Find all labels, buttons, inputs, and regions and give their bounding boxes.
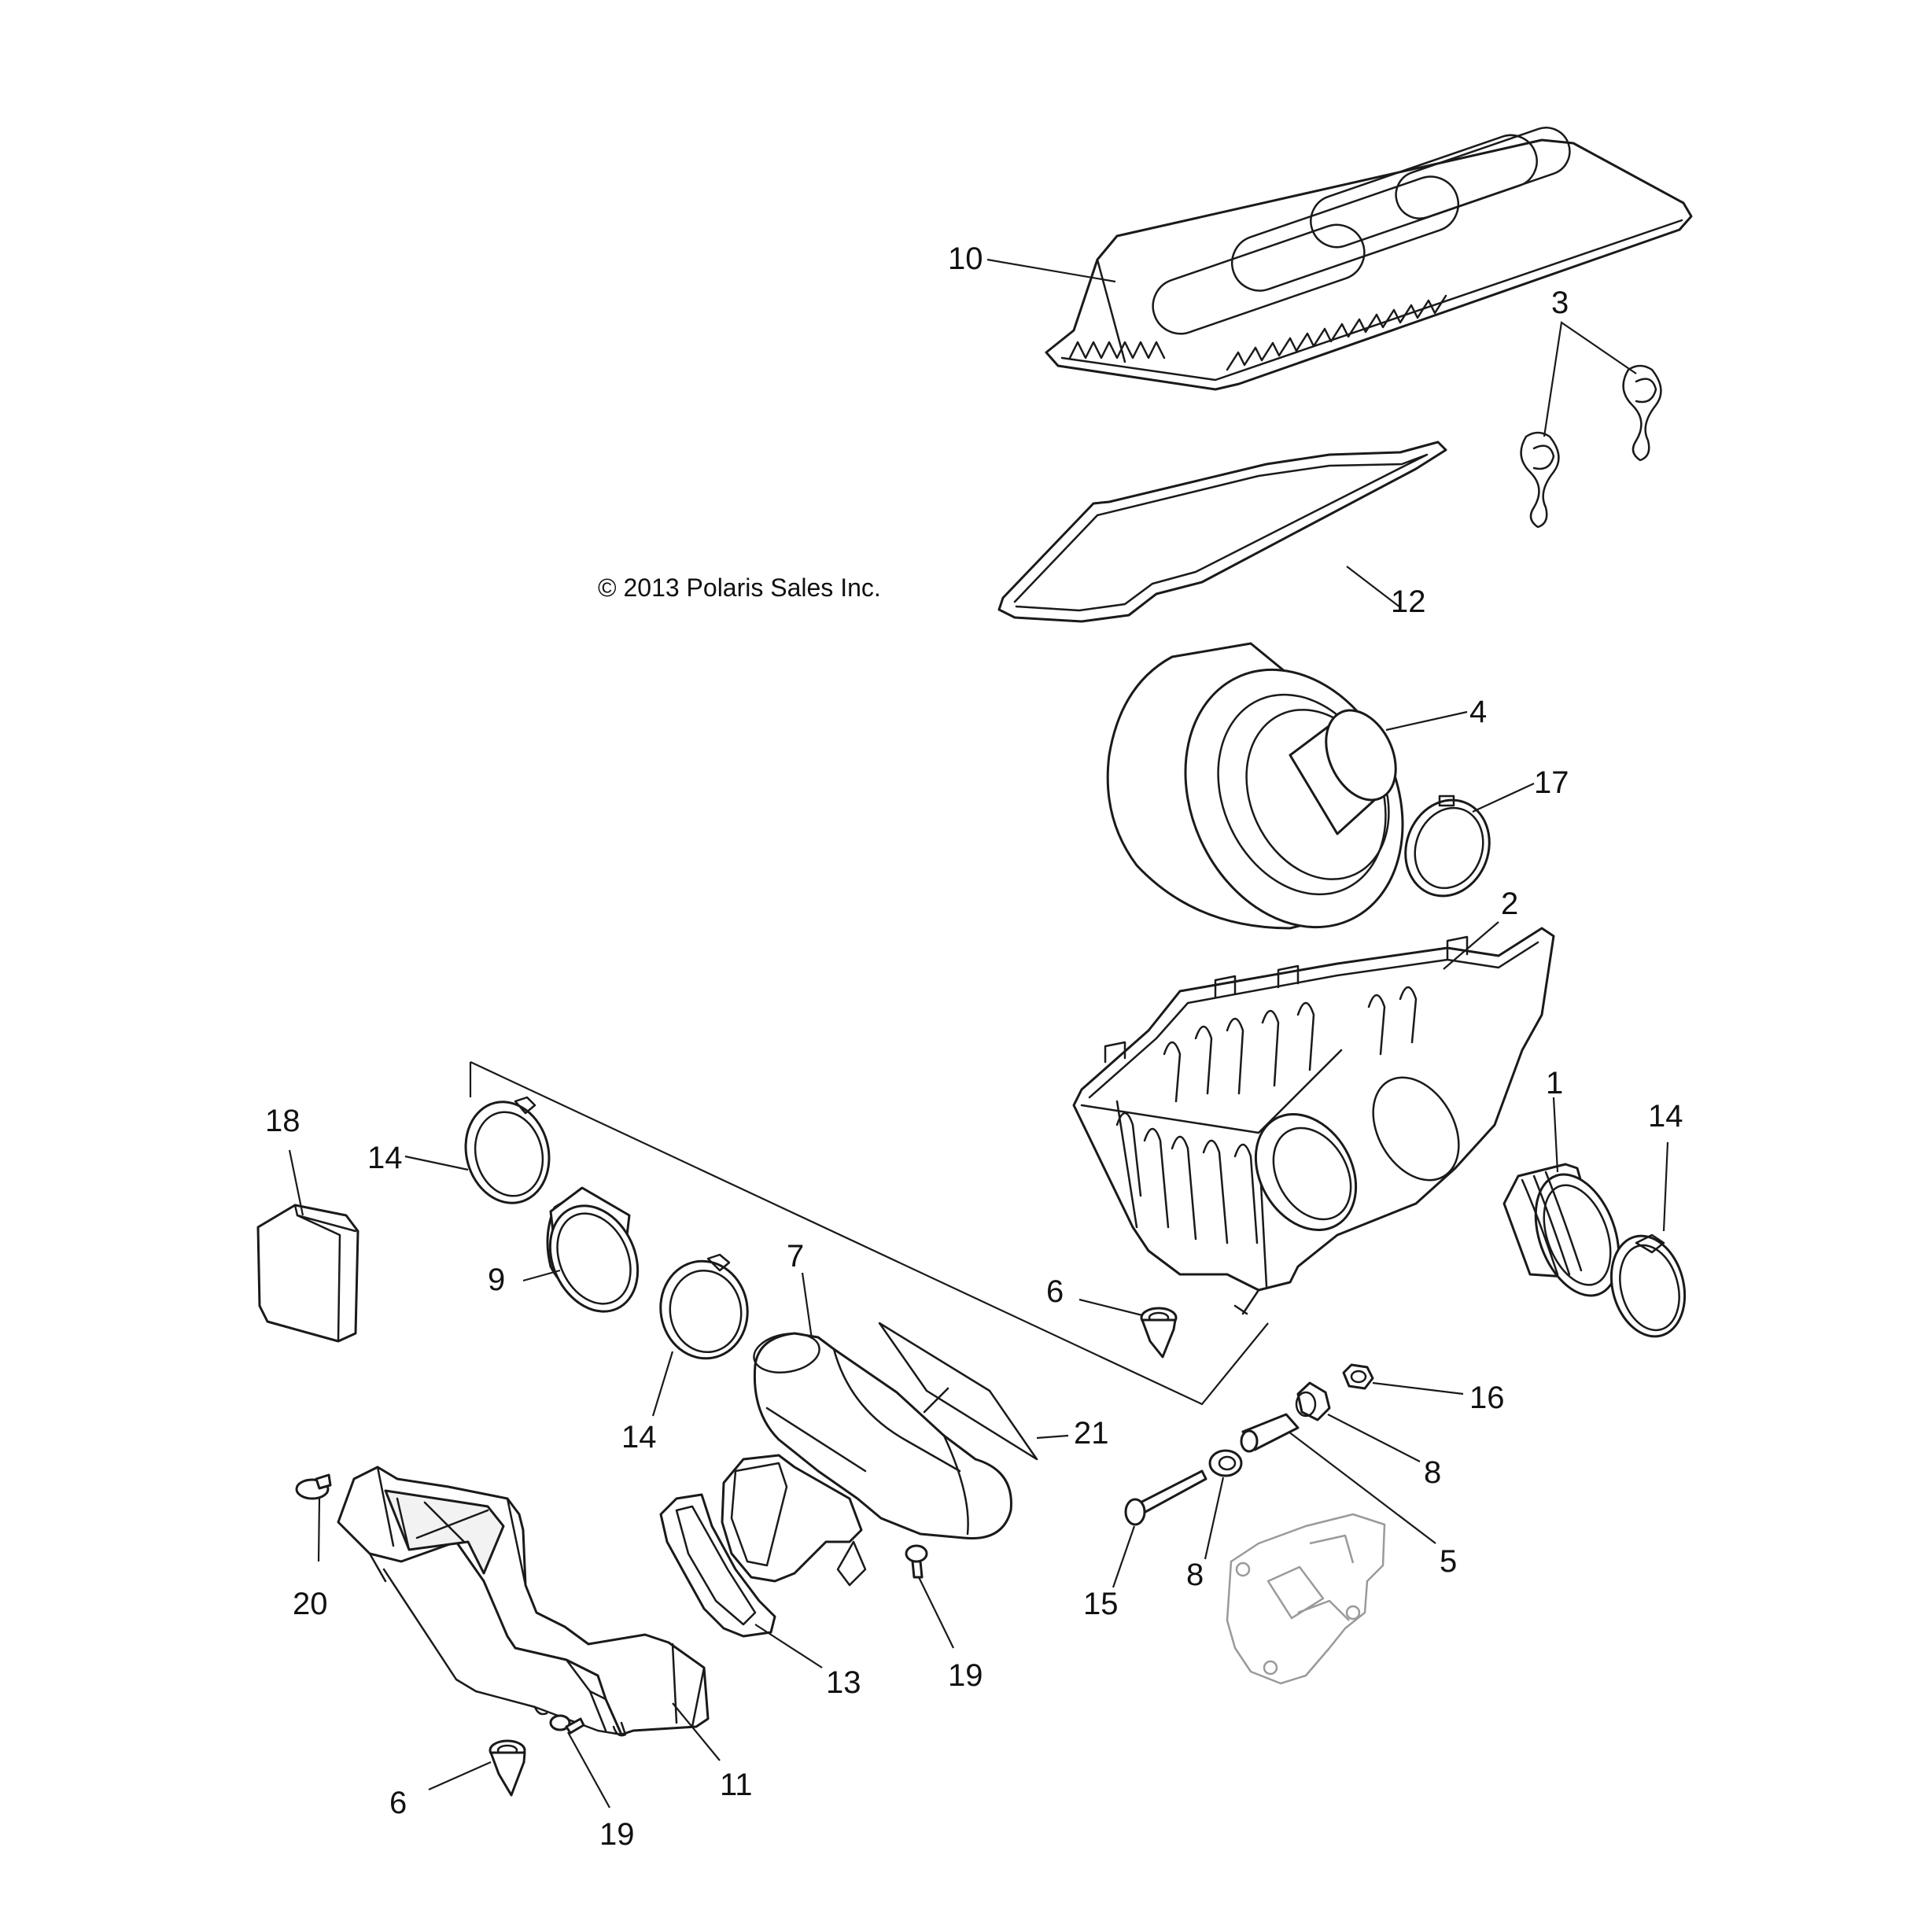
part-7-intake-duct — [753, 1332, 1012, 1540]
leader-8-right — [1327, 1414, 1421, 1462]
part-2-airbox-base — [1072, 927, 1555, 1315]
part-1-intake-boot — [1502, 1163, 1620, 1297]
leader-17 — [1472, 783, 1535, 813]
callout-17: 17 — [1534, 765, 1569, 800]
part-6-grommet-lower — [489, 1739, 526, 1797]
part-12-gasket — [997, 441, 1447, 623]
callout-7: 7 — [787, 1239, 804, 1274]
leader-1 — [1552, 1097, 1559, 1173]
callout-8-left: 8 — [1186, 1558, 1204, 1592]
leader-11 — [672, 1702, 721, 1761]
leader-16 — [1372, 1381, 1464, 1396]
callout-18: 18 — [265, 1104, 300, 1138]
part-14-clamp-mid — [659, 1253, 749, 1360]
callout-14-right: 14 — [1648, 1099, 1683, 1134]
leader-2 — [1443, 921, 1499, 970]
part-8-bushing-right — [1295, 1381, 1331, 1421]
part-14-clamp-right — [1609, 1233, 1687, 1338]
leader-5 — [1288, 1431, 1436, 1544]
part-19-screw-right — [905, 1544, 928, 1579]
callout-16: 16 — [1469, 1381, 1505, 1415]
callout-9: 9 — [488, 1263, 505, 1297]
leader-19-right — [918, 1576, 954, 1649]
part-19-screw-lower — [549, 1714, 585, 1735]
copyright-notice: © 2013 Polaris Sales Inc. — [598, 573, 881, 602]
callout-15: 15 — [1083, 1587, 1119, 1621]
leader-6-upper — [1078, 1298, 1143, 1317]
part-3-clips — [1520, 364, 1662, 529]
part-20-push-pin — [295, 1473, 332, 1500]
part-6-grommet-upper — [1140, 1307, 1178, 1359]
callout-3: 3 — [1551, 286, 1569, 320]
leader-19-lower — [567, 1731, 610, 1808]
callout-8-right: 8 — [1424, 1455, 1441, 1490]
leader-12 — [1346, 566, 1401, 608]
leader-7 — [801, 1272, 813, 1340]
callout-5: 5 — [1440, 1544, 1457, 1579]
leader-9 — [522, 1269, 561, 1282]
part-15-bolt — [1124, 1469, 1208, 1526]
callout-1: 1 — [1546, 1066, 1563, 1101]
part-10-airbox-cover — [1045, 127, 1693, 391]
leader-8-left — [1204, 1477, 1225, 1560]
part-8-bushing-left — [1208, 1449, 1243, 1477]
part-13-seal — [659, 1493, 776, 1638]
leader-15 — [1112, 1525, 1136, 1588]
part-9-tube — [546, 1186, 640, 1313]
part-16-nut — [1342, 1363, 1374, 1390]
leader-3 — [1543, 321, 1637, 437]
leader-21 — [1036, 1434, 1069, 1440]
callout-12: 12 — [1391, 584, 1426, 619]
leader-13 — [754, 1624, 823, 1668]
part-18-foam-pad — [256, 1204, 359, 1343]
callout-13: 13 — [826, 1665, 861, 1700]
leader-4 — [1385, 710, 1468, 732]
part-7-duct-outlet — [721, 1454, 867, 1587]
callout-6-lower: 6 — [389, 1786, 407, 1820]
callout-19-right: 19 — [948, 1658, 983, 1693]
part-11-lower-intake-housing — [337, 1466, 710, 1737]
part-17-clamp — [1404, 795, 1491, 898]
callout-6-upper: 6 — [1046, 1274, 1064, 1309]
callout-14-top: 14 — [367, 1141, 403, 1175]
callout-11: 11 — [720, 1768, 753, 1802]
leader-6-lower — [428, 1761, 492, 1791]
callout-21: 21 — [1074, 1416, 1109, 1451]
part-5-spacer — [1240, 1413, 1300, 1453]
leader-14-mid — [651, 1351, 674, 1417]
leader-10 — [986, 258, 1116, 283]
part-14-clamp-top — [464, 1096, 551, 1204]
callout-20: 20 — [293, 1587, 328, 1621]
part-21-label-sheet — [878, 1322, 1038, 1461]
callout-10: 10 — [948, 242, 983, 276]
callout-2: 2 — [1501, 887, 1518, 921]
leader-18 — [288, 1149, 304, 1216]
part-4-air-filter — [1106, 642, 1404, 930]
reference-bracket-ghost — [1226, 1513, 1386, 1685]
group-bracket-line — [469, 1061, 1269, 1406]
callout-4: 4 — [1469, 695, 1487, 729]
callout-19-lower: 19 — [599, 1817, 635, 1852]
callout-14-mid: 14 — [621, 1420, 657, 1455]
leader-14-right — [1662, 1141, 1669, 1232]
leader-14-top — [404, 1155, 469, 1171]
